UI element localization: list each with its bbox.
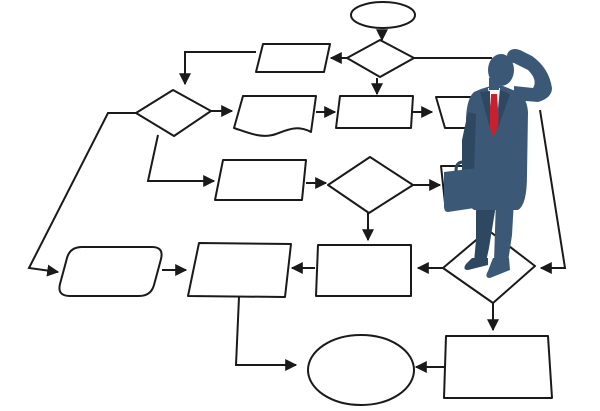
- document-shape: [233, 95, 317, 137]
- end-terminator: [307, 334, 415, 406]
- flowchart-shapes: [58, 1, 553, 406]
- businessman-head: [488, 54, 514, 86]
- businessman-shoe-back: [464, 258, 488, 270]
- businessman-jacket: [466, 85, 528, 210]
- rounded-process: [58, 246, 163, 297]
- businessman-lower-arm: [462, 112, 476, 172]
- decision-left: [135, 89, 212, 137]
- process-top-left: [255, 43, 331, 73]
- connector-left-decision-to-mid-box: [146, 134, 216, 187]
- process-bottom-left: [187, 242, 292, 298]
- businessman-shoe-front: [486, 258, 510, 278]
- connector-process-to-end: [234, 296, 298, 371]
- businessman-leg-front: [494, 200, 514, 262]
- process-top-middle: [335, 95, 414, 129]
- process-middle: [214, 159, 307, 201]
- businessman-lapel-left: [480, 91, 490, 128]
- businessman-hand-on-head: [507, 49, 523, 63]
- process-bottom-right: [443, 335, 553, 399]
- decision-middle: [327, 156, 414, 214]
- briefcase: [444, 168, 481, 212]
- businessman-tie: [489, 94, 499, 137]
- connector-top-box-to-left-decision: [179, 51, 256, 86]
- connector-right-loop: [539, 109, 567, 274]
- businessman-raised-arm: [508, 49, 552, 102]
- start-terminator: [350, 1, 416, 29]
- briefcase-handle: [454, 160, 472, 172]
- connector-left-branch-down: [27, 112, 136, 277]
- process-bottom-middle: [315, 244, 412, 297]
- connector-lines: [27, 29, 567, 373]
- businessman-leg-back: [474, 205, 496, 262]
- businessman-figure: [444, 49, 552, 278]
- businessman-lapel-right: [498, 90, 510, 128]
- decision-top: [346, 39, 415, 78]
- businessman-neck: [489, 78, 499, 90]
- decision-bottom: [442, 229, 536, 304]
